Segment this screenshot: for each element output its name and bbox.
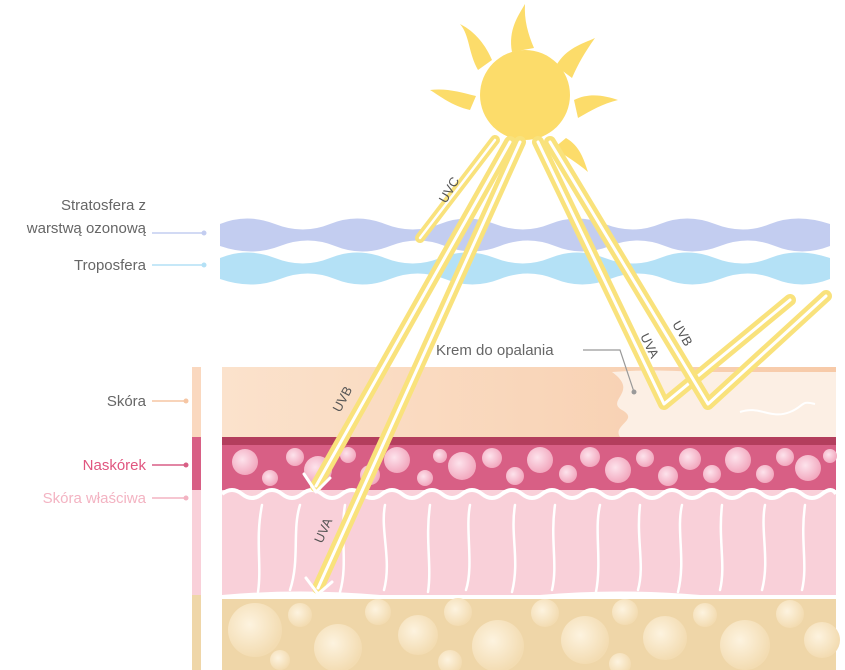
dermis-connector bbox=[152, 495, 189, 501]
epidermis-cells bbox=[232, 447, 837, 486]
skin-label: Skóra bbox=[107, 393, 147, 410]
sunscreen-layer bbox=[612, 370, 836, 437]
epidermis-label: Naskórek bbox=[83, 457, 147, 474]
troposphere-connector bbox=[152, 262, 207, 268]
dermis-layer bbox=[220, 488, 838, 603]
sun-icon bbox=[430, 4, 618, 172]
stratosphere-connector bbox=[152, 230, 207, 236]
fat-layer bbox=[222, 598, 840, 670]
sunscreen-connector bbox=[583, 349, 637, 395]
troposphere-wave bbox=[220, 252, 830, 285]
uv-rays bbox=[302, 135, 832, 596]
layer-legend-bar bbox=[192, 367, 201, 670]
stratosphere-wave bbox=[220, 218, 830, 252]
dermis-label: Skóra właściwa bbox=[43, 490, 147, 507]
troposphere-label: Troposfera bbox=[74, 257, 147, 274]
skin-connector bbox=[152, 398, 189, 404]
epidermis-connector bbox=[152, 462, 189, 468]
sunscreen-label: Krem do opalania bbox=[436, 342, 554, 359]
stratosphere-label-line1: Stratosfera z bbox=[61, 197, 146, 214]
stratosphere-label-line2: warstwą ozonową bbox=[26, 220, 147, 237]
